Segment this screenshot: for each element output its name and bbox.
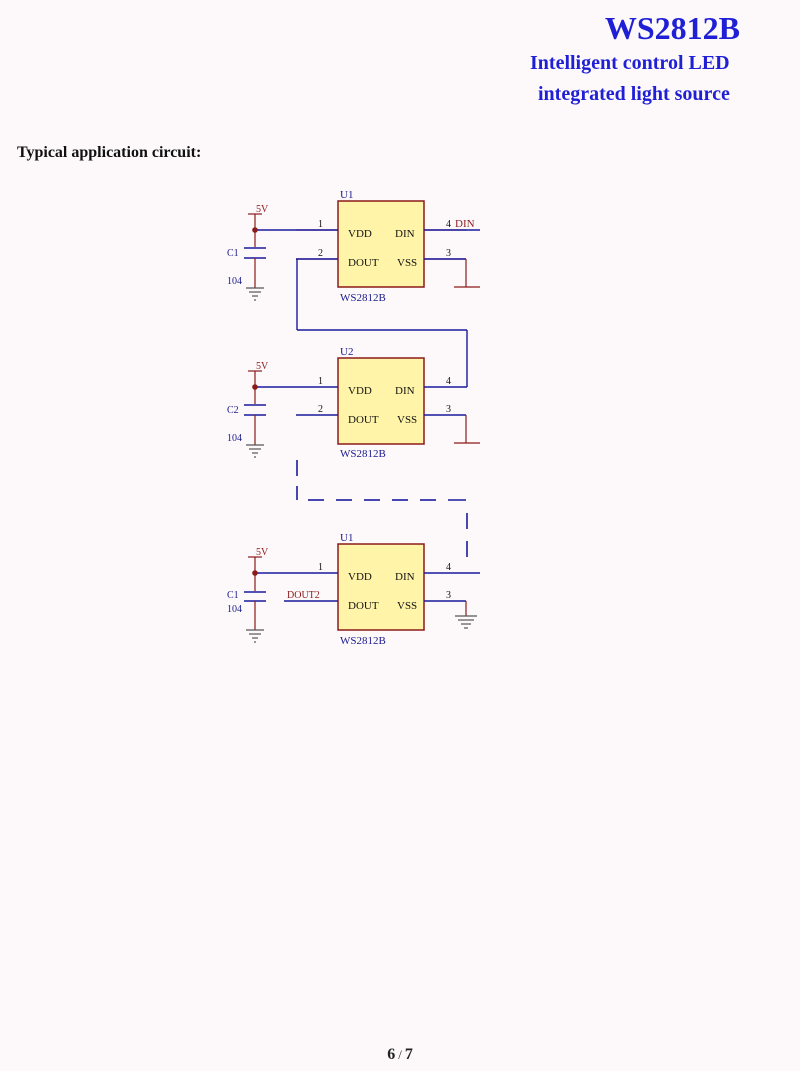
document-subtitle-line1: Intelligent control LED (530, 52, 730, 74)
pin-name-dout: DOUT (348, 257, 379, 269)
section-heading: Typical application circuit: (17, 144, 202, 161)
pin-name-vss: VSS (397, 600, 417, 612)
pin-number-2: 2 (318, 248, 323, 259)
pin-number-4: 4 (446, 219, 451, 230)
pin-number-4: 4 (446, 376, 451, 387)
power-label: 5V (256, 547, 269, 558)
pin-name-vdd: VDD (348, 571, 372, 583)
circuit-block-1: U1 WS2812B VDD DIN DOUT VSS 1 2 4 3 DIN … (227, 189, 480, 387)
chip-ref-label: U1 (340, 532, 353, 544)
capacitor-value: 104 (227, 433, 242, 444)
capacitor-ref: C1 (227, 248, 239, 259)
pin-name-din: DIN (395, 571, 415, 583)
pin-name-vss: VSS (397, 414, 417, 426)
chip-ref-label: U2 (340, 346, 353, 358)
pin-number-3: 3 (446, 404, 451, 415)
circuit-block-2: U2 WS2812B VDD DIN DOUT VSS 1 2 4 3 5V C… (227, 346, 480, 460)
chip-part-label: WS2812B (340, 292, 386, 304)
capacitor-ref: C2 (227, 405, 239, 416)
pin-number-1: 1 (318, 376, 323, 387)
chip-part-label: WS2812B (340, 448, 386, 460)
pin-name-vss: VSS (397, 257, 417, 269)
pin-name-din: DIN (395, 228, 415, 240)
document-subtitle-line2: integrated light source (538, 83, 730, 105)
total-pages: 7 (404, 1046, 413, 1063)
capacitor-ref: C1 (227, 590, 239, 601)
pin-number-2: 2 (318, 404, 323, 415)
pin-name-din: DIN (395, 385, 415, 397)
page-separator: / (398, 1047, 402, 1062)
led-chip-body (337, 543, 425, 631)
pin-number-3: 3 (446, 590, 451, 601)
pin-name-vdd: VDD (348, 228, 372, 240)
pin-number-1: 1 (318, 219, 323, 230)
current-page: 6 (387, 1046, 396, 1063)
pin-number-1: 1 (318, 562, 323, 573)
power-label: 5V (256, 361, 269, 372)
pin-name-dout: DOUT (348, 414, 379, 426)
pin-number-3: 3 (446, 248, 451, 259)
led-chip-body (337, 357, 425, 445)
document-title: WS2812B (604, 10, 740, 46)
power-label: 5V (256, 204, 269, 215)
led-chip-body (337, 200, 425, 288)
chip-part-label: WS2812B (340, 635, 386, 647)
capacitor-value: 104 (227, 604, 242, 615)
dashed-chain-continuation (296, 460, 468, 557)
circuit-block-3: U1 WS2812B VDD DIN DOUT VSS 1 4 3 DOUT2 … (227, 532, 480, 647)
chip-ref-label: U1 (340, 189, 353, 201)
capacitor-value: 104 (227, 276, 242, 287)
din-net-label: DIN (455, 218, 475, 230)
dout-net-label: DOUT2 (287, 590, 320, 601)
pin-name-dout: DOUT (348, 600, 379, 612)
page-number: 6/7 (0, 1046, 800, 1064)
pin-name-vdd: VDD (348, 385, 372, 397)
pin-number-4: 4 (446, 562, 451, 573)
